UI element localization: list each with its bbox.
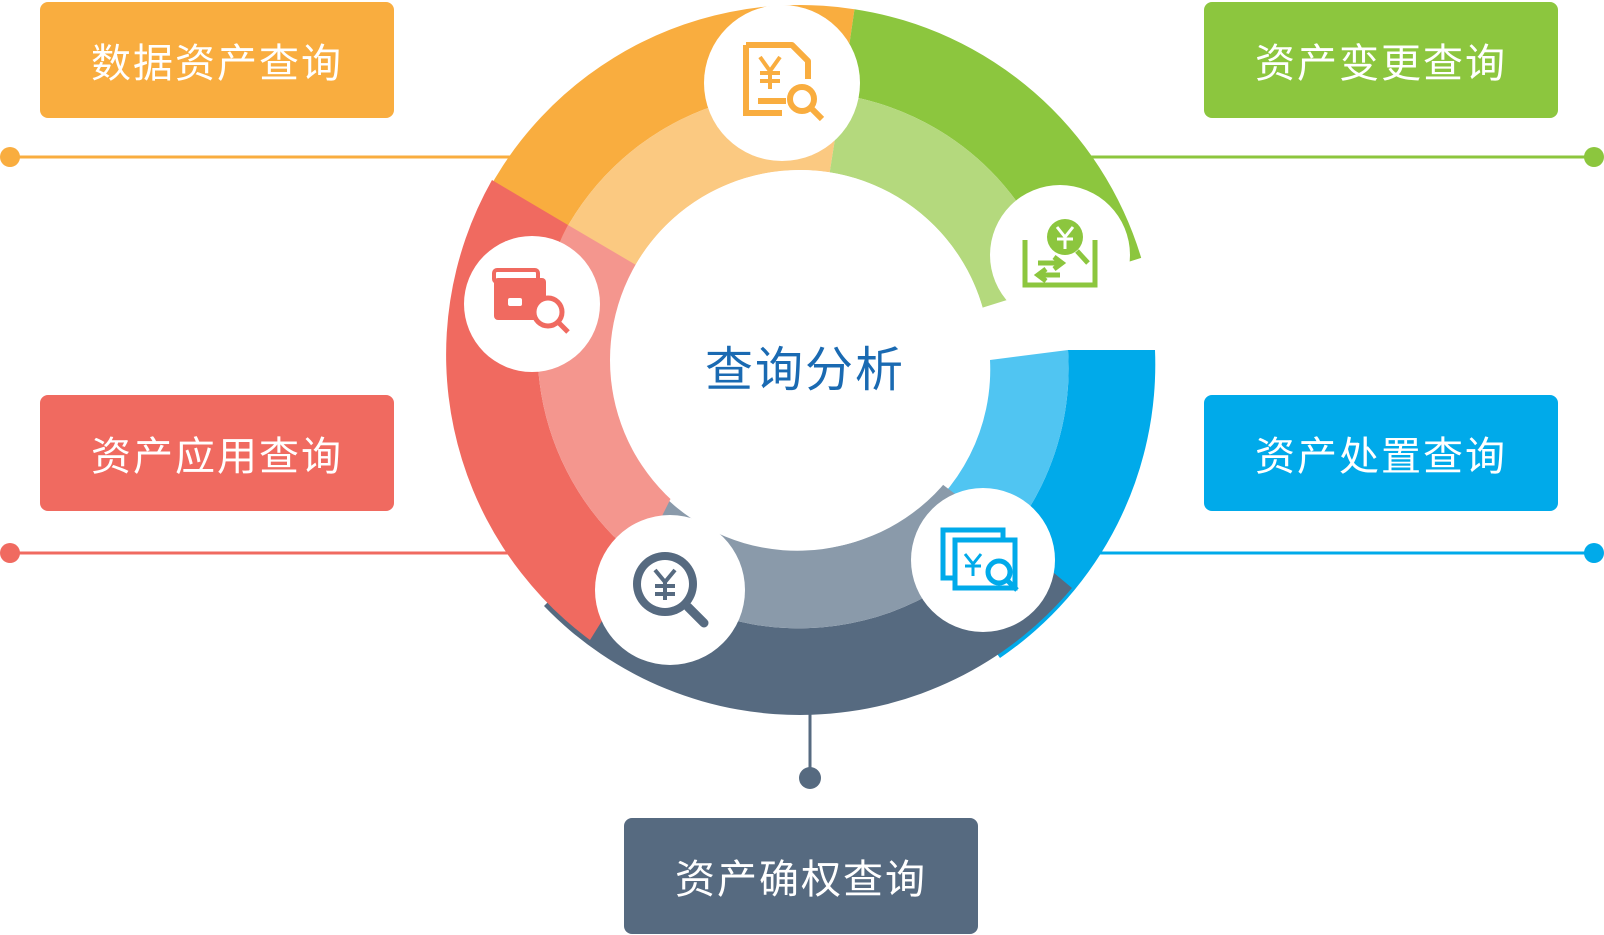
icon-badge-disposal xyxy=(911,488,1055,632)
label-disposal: 资产处置查询 xyxy=(1204,395,1558,511)
icon-badge-data xyxy=(704,5,860,161)
connector-disposal xyxy=(1085,543,1604,563)
yen-cards-search-icon xyxy=(940,527,1019,592)
connector-rights xyxy=(799,705,821,789)
center-disc xyxy=(610,170,990,550)
center-title: 查询分析 xyxy=(704,342,905,398)
connector-change xyxy=(1085,147,1604,167)
yen-document-search-icon xyxy=(743,42,825,122)
label-change: 资产变更查询 xyxy=(1204,2,1558,118)
label-rights: 资产确权查询 xyxy=(624,818,978,934)
icon-badge-change xyxy=(990,185,1130,325)
yen-transfer-search-icon xyxy=(1022,219,1098,288)
icon-badge-rights xyxy=(595,515,745,665)
label-data: 数据资产查询 xyxy=(40,2,394,118)
segment-rights-outer xyxy=(544,532,1072,715)
connector-usage xyxy=(0,543,520,563)
icon-badge-usage xyxy=(464,236,600,372)
wallet-search-icon xyxy=(492,268,570,334)
connector-data xyxy=(0,147,520,167)
label-usage: 资产应用查询 xyxy=(40,395,394,511)
yen-magnifier-icon xyxy=(633,552,709,628)
